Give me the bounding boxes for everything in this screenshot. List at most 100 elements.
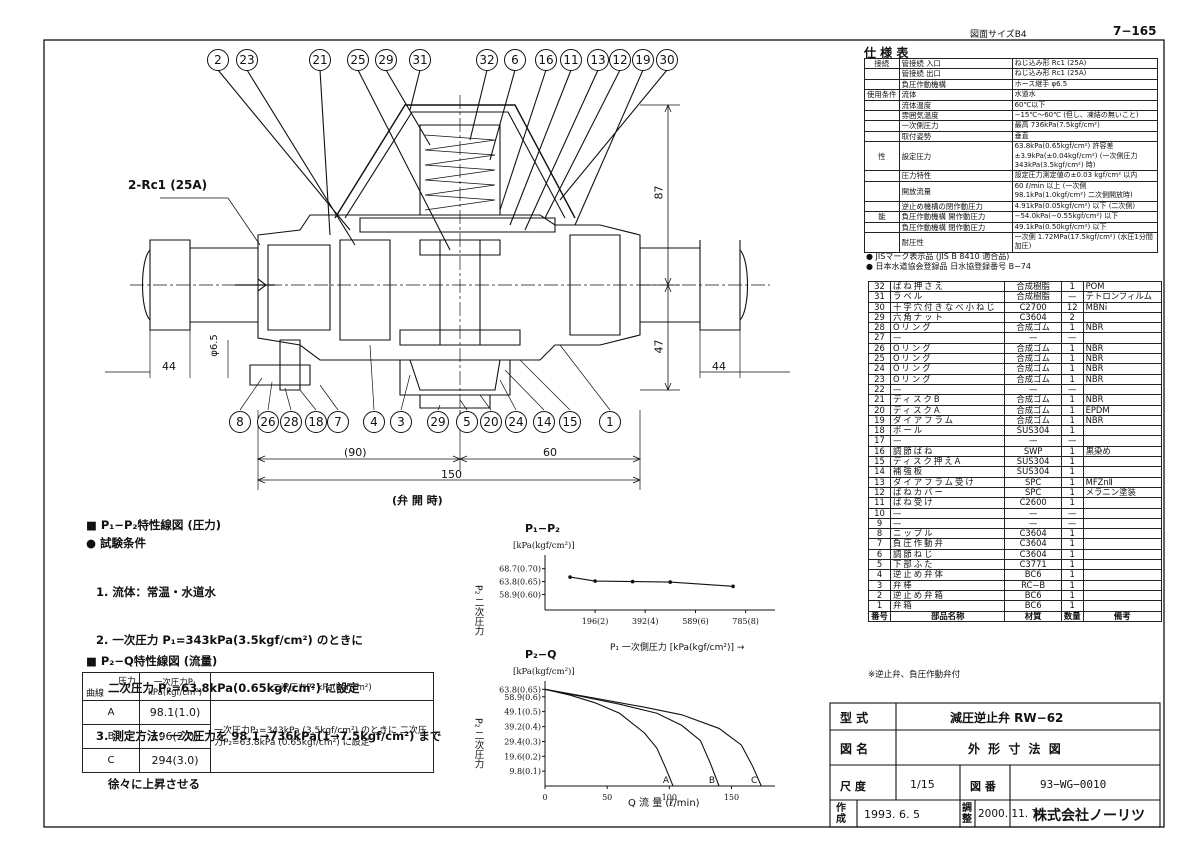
parts-note: ※逆止弁、負圧作動弁付	[868, 670, 961, 680]
callout-top: 19	[632, 49, 654, 71]
callout-bottom: 26	[257, 411, 279, 433]
part-material: 合成ゴム	[1004, 342, 1062, 355]
part-material: SPC	[1004, 476, 1062, 488]
part-material: —	[1004, 383, 1062, 396]
callout-top: 29	[375, 49, 397, 71]
part-material: RC−B	[1004, 579, 1062, 591]
company-name: 株式会社ノーリツ	[1033, 808, 1145, 824]
chart-title: P₂−Q	[525, 648, 556, 661]
spec-table: 接続管接続 入口ねじ込み形 Rc1 (25A)管接続 出口ねじ込み形 Rc1 (…	[864, 57, 1159, 253]
curve-c: C	[82, 748, 140, 773]
spec-value: −15℃〜60℃ (但し、凍結の無いこと)	[1011, 110, 1159, 122]
spec-item: 設定圧力	[898, 141, 1013, 172]
revised-label: 調整	[962, 803, 972, 825]
part-material: C3604	[1004, 548, 1062, 561]
p1-b: 196(2.0)	[139, 724, 211, 749]
x-tick-label: 150	[724, 793, 739, 802]
series-label: A	[663, 776, 670, 786]
drawing-value: 外 形 寸 法 図	[968, 742, 1063, 756]
data-point	[568, 575, 572, 579]
part-material: 合成樹脂	[1004, 291, 1062, 303]
condition-item: 2. 一次圧力 P₁=343kPa(3.5kgf/cm²) のときに	[96, 633, 363, 647]
part-material: SUS304	[1004, 456, 1062, 468]
spec-value: ねじ込み形 Rc1 (25A)	[1011, 57, 1159, 70]
part-material: SPC	[1004, 486, 1062, 499]
callout-top: 32	[476, 49, 498, 71]
callout-bottom: 24	[505, 411, 527, 433]
chart-unit: [kPa(kgf/cm²)]	[513, 540, 575, 551]
part-material: 合成ゴム	[1004, 353, 1062, 365]
spec-row: 耐圧性一次側 1.72MPa(17.5kgf/cm²) (水圧1分間加圧)	[864, 231, 1159, 253]
y-tick-label: 29.4(0.3)	[504, 737, 541, 746]
size-label: 図面サイズB4	[970, 30, 1027, 40]
spec-value: 設定圧力測定値の±0.03 kgf/cm² 以内	[1011, 170, 1159, 182]
parts-header-cell: 材質	[1004, 610, 1062, 622]
series-line	[544, 688, 762, 787]
chart-unit: [kPa(kgf/cm²)]	[513, 666, 575, 677]
callout-bottom: 14	[533, 411, 555, 433]
callout-top: 6	[504, 49, 526, 71]
part-material: C3604	[1004, 528, 1062, 540]
y-axis-title: P₂ 二次圧力	[473, 585, 485, 636]
chart-title: P₁−P₂	[525, 522, 560, 535]
condition-item: 徐々に上昇させる	[96, 777, 201, 791]
x-tick-label: 0	[542, 793, 547, 802]
part-material: BC6	[1004, 569, 1062, 581]
part-material: C3604	[1004, 311, 1062, 324]
data-point	[731, 584, 735, 589]
spec-item: 耐圧性	[898, 231, 1013, 253]
parts-row: 9———	[868, 517, 1163, 530]
left-hex-nut	[190, 247, 258, 323]
p1-c: 294(3.0)	[139, 748, 211, 773]
spec-row: 取付姿勢垂直	[864, 130, 1159, 143]
flow-condition-table: 圧力 曲線 一次圧力P₁ kPa(kgf/cm²) 二次圧力P₂ kPa(kgf…	[82, 672, 434, 773]
dim-44-left: 44	[162, 360, 176, 373]
spec-title: 仕 様 表	[864, 46, 909, 60]
type-label: 型 式	[840, 711, 869, 725]
made-date: 1993. 6. 5	[864, 808, 920, 821]
x-tick-label: 785(8)	[732, 617, 759, 626]
callout-top: 21	[309, 49, 331, 71]
lower-cap	[399, 359, 511, 396]
dim-90: (90)	[344, 446, 367, 459]
spec-row: 圧力特性設定圧力測定値の±0.03 kgf/cm² 以内	[864, 170, 1159, 182]
callout-top: 12	[609, 49, 631, 71]
revised-date: 2000. 11. 7	[978, 808, 1039, 820]
callout-top: 16	[535, 49, 557, 71]
callout-top: 13	[587, 49, 609, 71]
made-label: 作成	[836, 803, 846, 825]
part-material: —	[1004, 507, 1062, 519]
part-material: —	[1004, 435, 1062, 447]
part-material: —	[1004, 332, 1062, 344]
callout-bottom: 7	[327, 411, 349, 433]
callout-bottom: 4	[363, 411, 385, 433]
part-material: BC6	[1004, 589, 1062, 602]
part-material: 合成ゴム	[1004, 363, 1062, 375]
callout-top: 11	[560, 49, 582, 71]
x-axis-title: Q 流 量 (ℓ/min)	[628, 796, 700, 809]
data-point	[668, 580, 673, 584]
callout-top: 31	[409, 49, 431, 71]
x-tick-label: 392(4)	[632, 617, 659, 626]
part-material: 合成ゴム	[1004, 322, 1062, 334]
parts-header: 番号部品名称材質数量備考	[868, 610, 1163, 622]
spec-value: 63.8kPa(0.65kgf/cm²) 許容差±3.9kPa(±0.04kgf…	[1011, 141, 1159, 172]
spec-value: ねじ込み形 Rc1 (25A)	[1011, 68, 1159, 80]
series-label: C	[751, 776, 757, 786]
callout-bottom: 15	[559, 411, 581, 433]
callout-bottom: 28	[280, 411, 302, 433]
part-material: C2600	[1004, 497, 1062, 509]
part-material: SUS304	[1004, 466, 1062, 478]
callout-bottom: 29	[427, 411, 449, 433]
